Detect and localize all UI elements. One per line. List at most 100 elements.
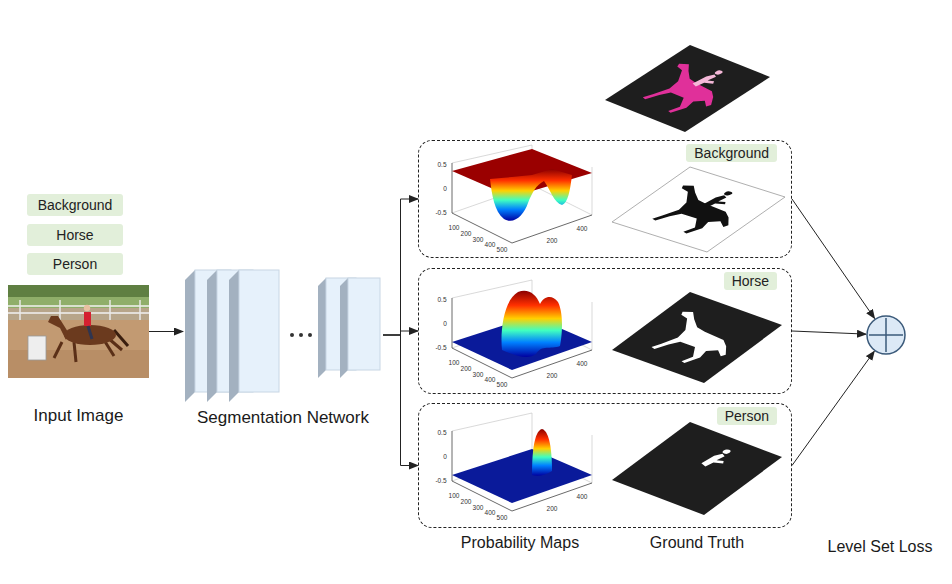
network-layers-part: [207, 270, 217, 402]
input-photo-part: [8, 285, 149, 378]
connector-arrow: [383, 199, 418, 335]
figure-block: Input Image: [8, 285, 149, 378]
connector-arrow: [149, 331, 183, 332]
axis-tick: 0: [443, 321, 447, 328]
axis-tick: 400: [485, 242, 496, 249]
class-name: Person: [717, 407, 777, 425]
connector-arrow: [383, 331, 418, 335]
person-mask-part: [700, 447, 737, 470]
horse-plot-part: [502, 291, 562, 357]
person-plot-part: [452, 413, 592, 511]
class-name: Person: [53, 256, 97, 272]
class-tag: Background: [27, 194, 123, 216]
axis-tick: 200: [461, 366, 472, 373]
combined-mask-part-part: [691, 69, 729, 90]
plus-sign: [869, 334, 903, 336]
horse-mask-part: [637, 309, 754, 370]
axis-tick: 300: [473, 372, 484, 379]
axis-tick: 400: [577, 494, 588, 501]
input-photo-part: [48, 316, 68, 340]
sum-node: Level Set Loss: [866, 315, 906, 355]
block-label: Segmentation Network: [197, 408, 369, 428]
person-mask: [612, 422, 782, 515]
axis-tick: 300: [473, 237, 484, 244]
network-layers-part: [185, 270, 195, 402]
person-plot-part: [452, 449, 592, 503]
class-name: Horse: [724, 272, 777, 290]
figure-block: Segmentation Network: [183, 262, 383, 408]
axis-tick: 300: [473, 505, 484, 512]
combined-mask: [605, 45, 770, 132]
class-tag: Horse: [27, 224, 123, 246]
background-mask-part: [612, 167, 785, 252]
horse-mask-part-part: [637, 309, 754, 370]
class-name: Background: [38, 197, 113, 213]
column-caption: Probability Maps: [461, 535, 579, 551]
network-layers-part: [299, 333, 303, 337]
background-plot-part: [452, 145, 592, 243]
sum-circle-outline: [867, 316, 905, 354]
input-photo-part: [8, 305, 149, 307]
network-layers-part: [229, 270, 239, 402]
horse-mask: [612, 292, 782, 383]
axis-tick: 0.5: [437, 297, 446, 304]
background-mask: [612, 167, 785, 252]
axis-tick: 0.5: [437, 162, 446, 169]
axis-tick: 200: [461, 231, 472, 238]
axis-tick: 400: [485, 377, 496, 384]
input-photo-part: [109, 300, 111, 320]
input-photo: [8, 285, 149, 378]
combined-mask-part: [605, 45, 770, 132]
network-layers-part: [239, 270, 279, 392]
input-photo-part: [139, 300, 141, 320]
axis-tick: 400: [485, 510, 496, 517]
class-name: Horse: [56, 227, 93, 243]
background-mask-part-part: [701, 190, 739, 211]
background-mask-part: [637, 179, 762, 240]
person-mask-part: [612, 422, 782, 515]
axis-tick: 0: [443, 454, 447, 461]
person-plot: [452, 413, 592, 511]
connector-arrow: [383, 335, 418, 466]
axis-tick: 400: [577, 361, 588, 368]
axis-tick: -0.5: [435, 210, 446, 217]
input-photo-part: [8, 285, 149, 297]
input-photo-part: [54, 342, 62, 358]
input-photo-part: [8, 308, 149, 320]
axis-tick: 200: [547, 506, 558, 513]
axis-tick: 100: [449, 493, 460, 500]
input-photo-part: [64, 325, 116, 345]
input-photo-part: [88, 326, 92, 339]
axis-tick: 200: [547, 373, 558, 380]
axis-tick: -0.5: [435, 345, 446, 352]
axis-tick: 200: [547, 238, 558, 245]
axis-tick: 200: [461, 499, 472, 506]
axis-tick: 100: [449, 360, 460, 367]
connector-arrow: [792, 199, 875, 319]
input-photo-part: [28, 336, 46, 360]
input-photo-part: [84, 305, 90, 311]
class-name: Background: [686, 144, 777, 162]
axis-tick: 500: [497, 247, 508, 254]
block-label: Input Image: [34, 406, 124, 426]
person-mask-part-part: [700, 447, 737, 470]
input-photo-part: [59, 300, 61, 320]
axis-tick: 500: [497, 382, 508, 389]
block-label: Level Set Loss: [828, 538, 933, 556]
connector-arrow: [792, 351, 874, 465]
combined-mask-part: [629, 58, 748, 120]
axis-tick: 0.5: [437, 430, 446, 437]
network-layers-part: [308, 333, 312, 337]
network-layers-part: [348, 278, 380, 370]
background-mask-part-part: [637, 183, 756, 240]
network-layers-part: [340, 278, 348, 378]
horse-plot: [452, 280, 592, 378]
background-plot: [452, 145, 592, 243]
axis-tick: 100: [449, 225, 460, 232]
sum-circle: [866, 315, 906, 355]
input-photo-part: [84, 312, 91, 326]
